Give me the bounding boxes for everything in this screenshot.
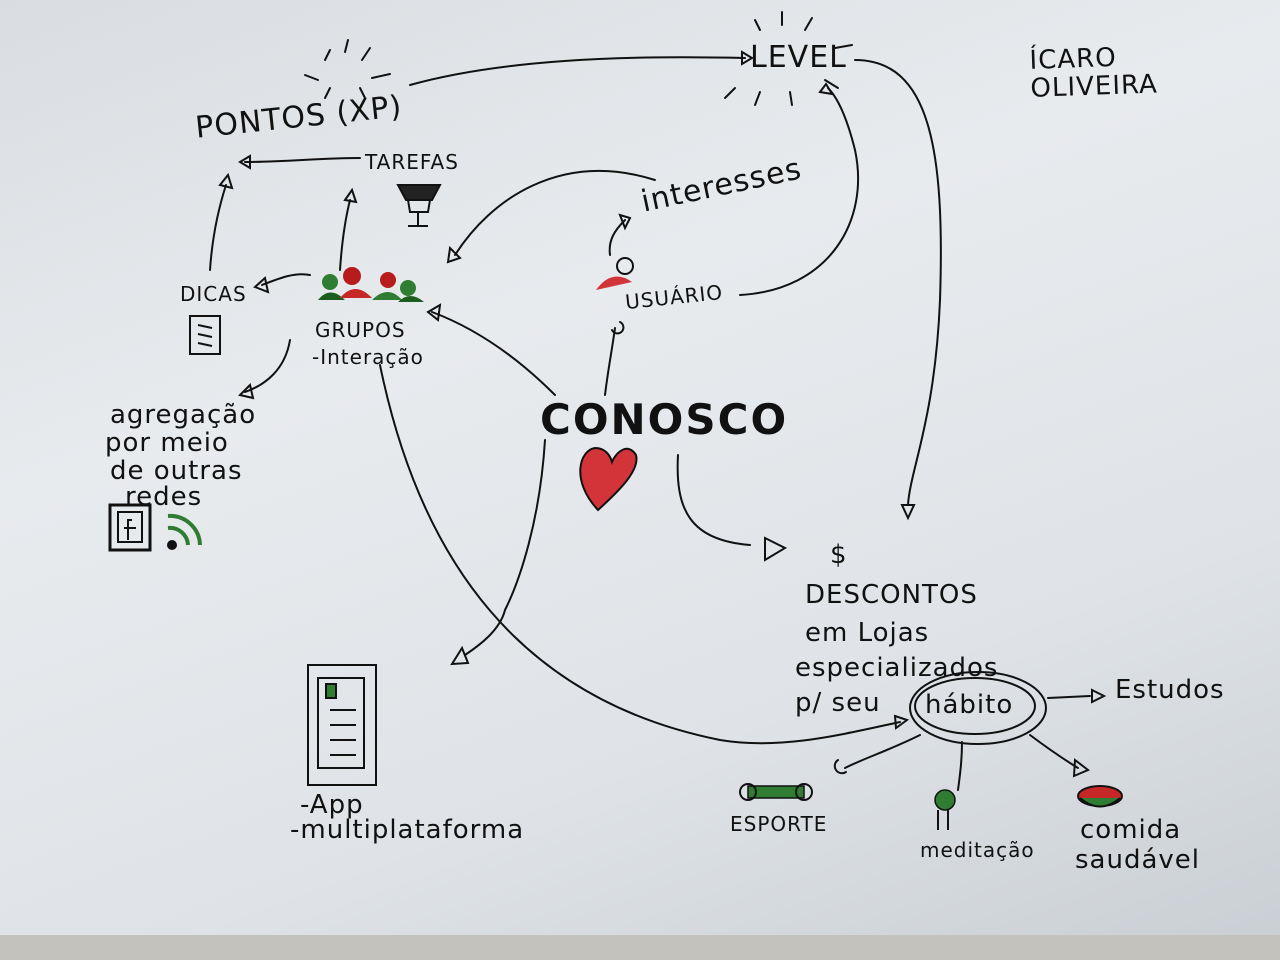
descontos-line: especializados [795,653,999,683]
node-dicas: DICAS [180,282,247,306]
descontos-line: DESCONTOS [805,580,978,610]
user-icon [596,257,634,290]
food-bowl-icon [1077,785,1123,808]
node-habito: hábito [925,690,1014,720]
table-edge [0,935,1280,960]
node-center: CONOSCO [540,395,789,444]
trophy-icon [396,184,442,227]
descontos-line: em Lojas [805,618,930,648]
rss-icon [167,513,202,550]
node-grupos-sub: -Interação [312,345,424,369]
app-line: -App [300,790,364,820]
node-estudos: Estudos [1115,675,1225,705]
heart-icon [579,446,638,512]
phone-icon [307,664,377,786]
dumbbell-icon [739,783,813,801]
agregacao-line: agregação [110,400,257,430]
agregacao-line: redes [125,482,203,512]
descontos-line: p/ seu [795,688,881,718]
dollar-sign: $ [830,540,848,570]
agregacao-line: de outras [110,456,243,486]
node-meditacao: meditação [920,838,1035,862]
comida-line: saudável [1075,845,1200,875]
sun-rays-icon [304,39,391,99]
agregacao-line: por meio [105,428,229,458]
facebook-icon [108,503,152,552]
node-esporte: ESPORTE [730,812,828,836]
node-level: LEVEL [750,40,847,75]
plant-icon [934,789,956,830]
node-tarefas: TAREFAS [365,150,459,174]
app-line: -multiplataforma [290,815,525,845]
sun-rays-icon [724,11,853,106]
node-grupos: GRUPOS [315,318,406,342]
author-name: ÍCARO OLIVEIRA [1029,42,1159,104]
document-icon [189,315,221,355]
people-group-icon [318,267,424,302]
comida-line: comida [1080,815,1182,845]
